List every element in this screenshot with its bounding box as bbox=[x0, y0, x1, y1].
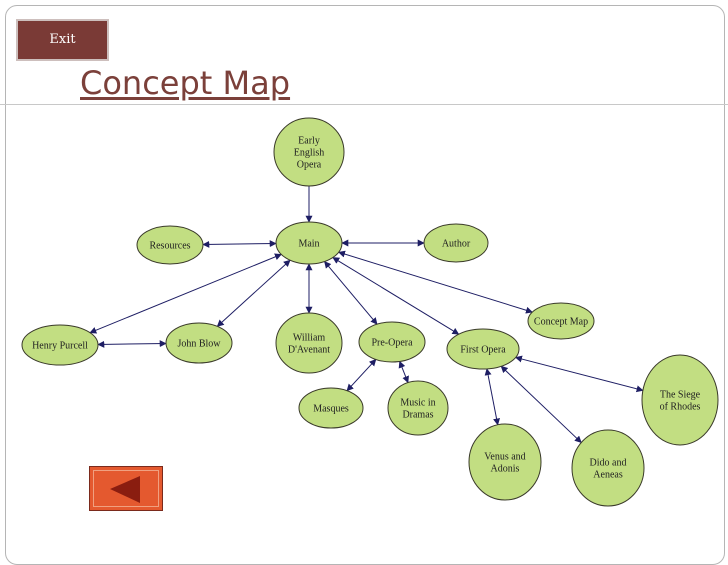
node-masques[interactable]: Masques bbox=[298, 387, 364, 429]
edge-firstopera-venus bbox=[484, 368, 500, 426]
node-shape bbox=[527, 302, 595, 340]
node-shape bbox=[298, 387, 364, 429]
node-label: William bbox=[293, 333, 326, 344]
node-shape bbox=[136, 225, 204, 265]
node-label: Masques bbox=[313, 404, 349, 415]
back-button-inner bbox=[93, 470, 159, 507]
edge-preopera-musicdramas bbox=[398, 360, 409, 384]
edge-main-purcell bbox=[89, 253, 282, 334]
node-label: Author bbox=[442, 239, 471, 250]
node-conceptmap[interactable]: Concept Map bbox=[527, 302, 595, 340]
node-shape bbox=[275, 312, 343, 374]
node-shape bbox=[273, 117, 345, 187]
edge-main-preopera bbox=[324, 260, 378, 325]
node-label: Dramas bbox=[402, 410, 433, 421]
edge-preopera-masques bbox=[346, 358, 377, 392]
node-label: John Blow bbox=[177, 339, 221, 350]
node-shape bbox=[358, 321, 426, 363]
node-shape bbox=[446, 328, 520, 370]
node-label: Aeneas bbox=[593, 470, 623, 481]
edge-main-blow bbox=[216, 259, 291, 327]
node-label: Music in bbox=[400, 398, 435, 409]
edge-firstopera-siege bbox=[514, 355, 644, 393]
node-purcell[interactable]: Henry Purcell bbox=[21, 324, 99, 366]
node-label: D'Avenant bbox=[288, 345, 330, 356]
node-shape bbox=[21, 324, 99, 366]
node-firstopera[interactable]: First Opera bbox=[446, 328, 520, 370]
node-preopera[interactable]: Pre-Opera bbox=[358, 321, 426, 363]
node-shape bbox=[275, 221, 343, 265]
node-label: Main bbox=[298, 239, 319, 250]
title-divider bbox=[0, 104, 728, 105]
node-label: Henry Purcell bbox=[32, 341, 88, 352]
node-label: The Siege bbox=[660, 390, 701, 401]
node-label: Pre-Opera bbox=[371, 338, 413, 349]
node-author[interactable]: Author bbox=[423, 223, 489, 263]
node-shape bbox=[571, 429, 645, 507]
node-label: Opera bbox=[297, 160, 322, 171]
edges-layer bbox=[89, 186, 644, 444]
edge-purcell-blow bbox=[97, 340, 167, 348]
node-label: Dido and bbox=[590, 458, 627, 469]
exit-button[interactable]: Exit bbox=[16, 19, 109, 61]
edge-firstopera-dido bbox=[500, 365, 582, 444]
node-main[interactable]: Main bbox=[275, 221, 343, 265]
exit-button-label: Exit bbox=[49, 31, 76, 47]
left-triangle-icon bbox=[110, 476, 140, 503]
node-blow[interactable]: John Blow bbox=[165, 322, 233, 364]
node-label: Adonis bbox=[491, 464, 520, 475]
node-shape bbox=[165, 322, 233, 364]
node-shape bbox=[641, 354, 719, 446]
edge-main-conceptmap bbox=[338, 250, 533, 314]
node-shape bbox=[423, 223, 489, 263]
back-button[interactable] bbox=[89, 466, 163, 511]
page-title[interactable]: Concept Map bbox=[80, 64, 291, 102]
node-shape bbox=[468, 423, 542, 501]
node-label: English bbox=[294, 148, 325, 159]
edge-main-resources bbox=[202, 240, 277, 248]
node-resources[interactable]: Resources bbox=[136, 225, 204, 265]
node-label: Early bbox=[298, 136, 320, 147]
node-shape bbox=[387, 380, 449, 436]
node-label: Concept Map bbox=[534, 317, 588, 328]
node-label: Venus and bbox=[484, 452, 525, 463]
node-label: of Rhodes bbox=[660, 402, 701, 413]
node-label: First Opera bbox=[460, 345, 506, 356]
node-label: Resources bbox=[149, 241, 190, 252]
